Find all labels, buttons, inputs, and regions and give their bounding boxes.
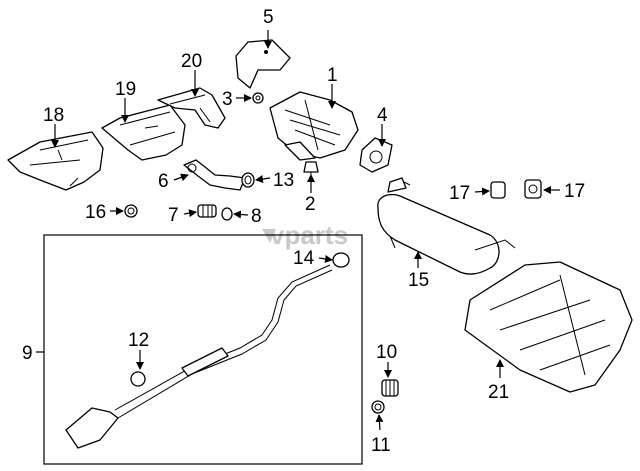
leader-7: [183, 209, 197, 218]
leader-14: [318, 254, 333, 263]
leader-11: [375, 414, 384, 431]
spring-7: [197, 204, 217, 218]
callout-2: 2: [305, 194, 316, 215]
callout-20: 20: [181, 51, 202, 72]
front-pipe-assembly-9: [65, 264, 333, 449]
callout-13: 13: [273, 170, 294, 191]
grommet-16: [124, 204, 138, 218]
callout-11: 11: [371, 435, 391, 456]
muffler-15: [377, 177, 516, 275]
leader-8: [233, 210, 249, 219]
gasket-13: [241, 172, 255, 188]
inset-box-part-9: [43, 234, 363, 465]
leader-6: [173, 173, 189, 182]
callout-4: 4: [377, 105, 388, 126]
callout-19: 19: [115, 79, 136, 100]
gasket-14: [332, 252, 350, 268]
callout-6: 6: [158, 171, 169, 192]
callout-10: 10: [376, 342, 397, 363]
hanger-17a: [490, 181, 506, 199]
callout-17-left: 17: [449, 183, 470, 204]
leader-lines: [51, 30, 560, 431]
heat-shield-18: [7, 131, 104, 191]
callout-9: 9: [22, 343, 33, 364]
callout-3: 3: [222, 89, 233, 110]
heat-shield-21: [464, 261, 633, 393]
callout-18: 18: [43, 105, 64, 126]
bracket-6: [183, 159, 246, 191]
callout-7: 7: [168, 205, 179, 226]
callout-16: 16: [85, 202, 106, 223]
catalytic-manifold-1: [269, 91, 359, 161]
heat-shield-20: [157, 87, 226, 129]
callout-21: 21: [488, 382, 509, 403]
hanger-17b: [524, 179, 542, 199]
hanger-12: [130, 371, 146, 387]
gasket-4: [359, 137, 393, 173]
callout-14: 14: [293, 248, 315, 269]
callout-8: 8: [251, 206, 262, 227]
spring-10: [381, 379, 399, 397]
callout-12: 12: [128, 330, 149, 351]
heat-shield-19: [101, 104, 186, 161]
callout-15: 15: [408, 270, 429, 291]
leader-13: [255, 175, 271, 183]
callout-1: 1: [327, 65, 338, 86]
callout-17-right: 17: [564, 181, 585, 202]
nut-3: [252, 92, 264, 104]
nut-11: [371, 400, 385, 414]
ring-8: [221, 207, 233, 221]
callout-labels: 5 20 19 18 3 1 4 2 6 13 16 7 8 14 15 17 …: [22, 7, 585, 456]
heat-shield-5: [235, 39, 291, 89]
leader-17a: [474, 187, 490, 196]
callout-5: 5: [263, 7, 274, 28]
